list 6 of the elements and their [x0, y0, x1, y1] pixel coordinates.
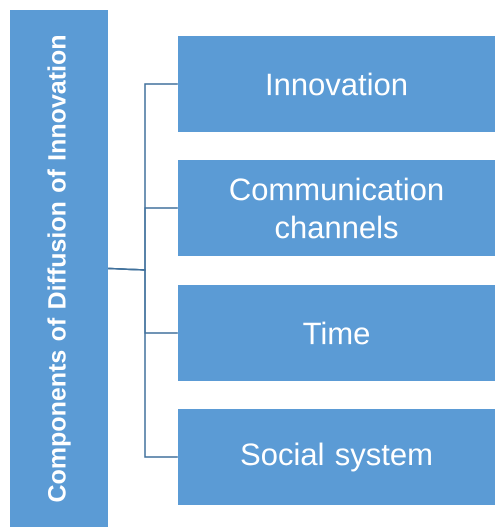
title-bar: Components of Diffusion of Innovation [10, 10, 108, 527]
component-box: Communication channels [178, 160, 495, 256]
component-box: Innovation [178, 36, 495, 132]
component-box: Social system [178, 409, 495, 505]
connector-line [108, 268, 178, 458]
component-box: Time [178, 285, 495, 381]
